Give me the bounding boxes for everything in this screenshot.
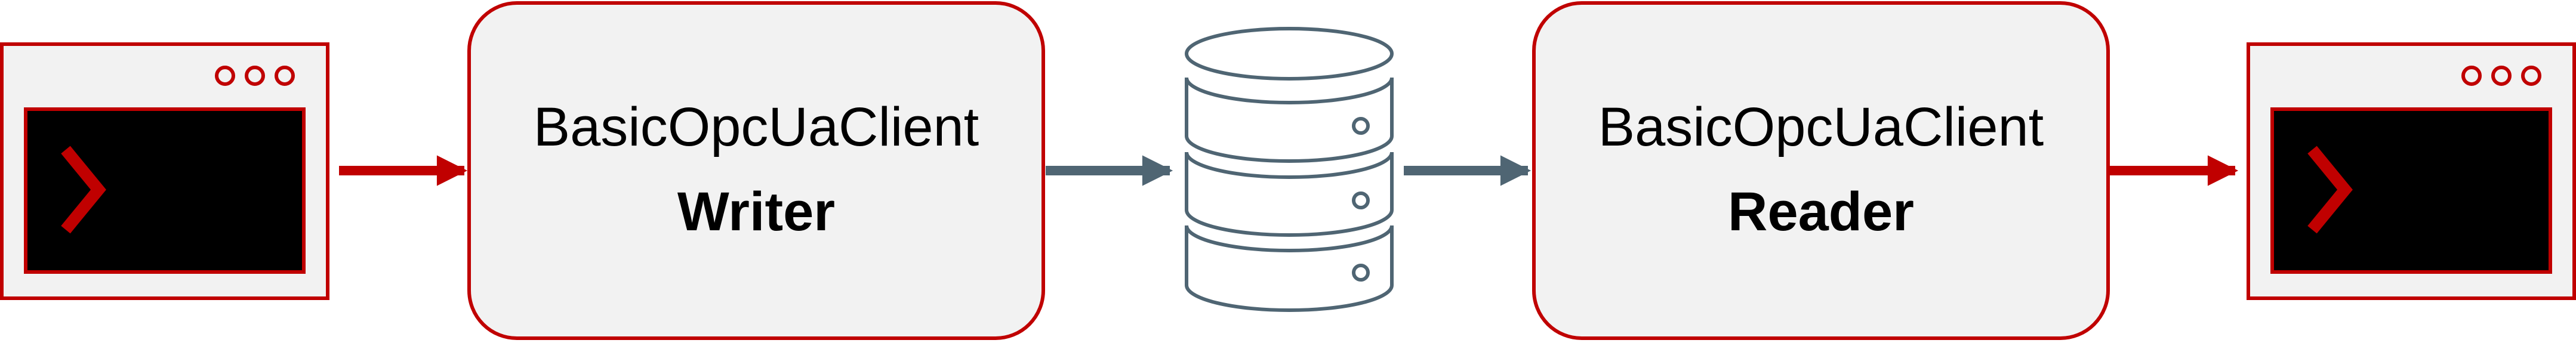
reader-box: BasicOpcUaClient Reader (1532, 1, 2110, 340)
console-screen (24, 107, 306, 274)
window-controls-icon (2461, 66, 2541, 86)
terminal-prompt-icon (61, 146, 106, 234)
left-console-window-icon (0, 42, 329, 300)
writer-box: BasicOpcUaClient Writer (467, 1, 1045, 340)
database-indicator-2 (1352, 191, 1370, 209)
console-screen (2270, 107, 2552, 274)
terminal-prompt-icon (2307, 146, 2353, 234)
writer-title: BasicOpcUaClient (534, 97, 979, 157)
database-indicator-1 (1352, 117, 1370, 135)
database-indicator-3 (1352, 264, 1370, 282)
window-controls-icon (215, 66, 295, 86)
writer-subtitle: Writer (677, 181, 835, 242)
reader-title: BasicOpcUaClient (1598, 97, 2044, 157)
reader-subtitle: Reader (1728, 181, 1914, 242)
database-icon (1185, 27, 1394, 312)
right-console-window-icon (2247, 42, 2576, 300)
